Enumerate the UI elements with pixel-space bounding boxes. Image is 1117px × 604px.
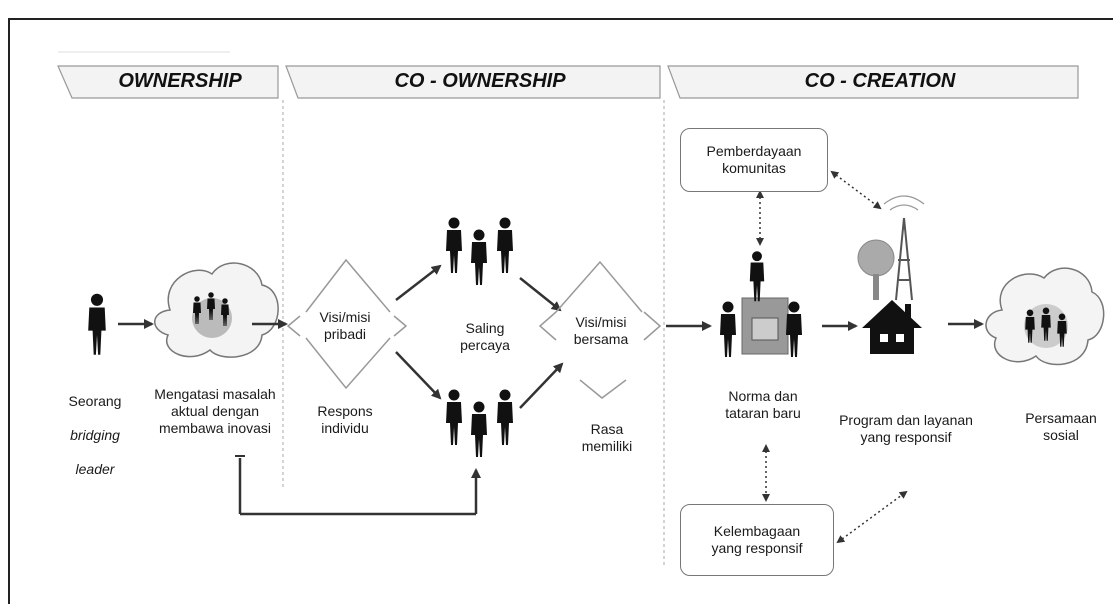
top-group-icon (446, 217, 513, 285)
dotted-link-institutions-programs (836, 490, 908, 544)
leader-label-line3: leader (75, 461, 115, 477)
mutual-trust-label: Saling percaya (460, 320, 510, 353)
innovation-cloud-icon (154, 262, 279, 358)
ownership-sense-label: Rasa memiliki (581, 421, 633, 454)
individual-response-label: Respons individu (317, 403, 373, 436)
phase-ownership: OWNERSHIP (118, 70, 242, 92)
leader-label: Seorang bridging leader (50, 376, 140, 478)
arrow-vision-to-top-group (395, 264, 442, 301)
dotted-link-empowerment-tower (830, 170, 882, 210)
personal-vision-diamond (286, 258, 408, 390)
tab-co-creation-shape (667, 65, 1079, 99)
phase-header-tabs (57, 51, 1079, 99)
social-equality-label: Persamaan sosial (1025, 410, 1097, 443)
shared-vision-diamond (538, 260, 662, 399)
arrow-top-group-to-shared (519, 277, 562, 312)
arrow-bottom-group-to-shared (519, 362, 564, 409)
new-norms-label: Norma dan tataran baru (725, 388, 801, 421)
feedback-loop-arrow (235, 455, 481, 516)
leader-person-icon (88, 293, 106, 355)
diagram-frame (8, 18, 1113, 604)
house-icon (862, 300, 922, 354)
shared-vision-label: Visi/misi bersama (573, 314, 629, 347)
arrow-vision-to-bottom-group (395, 351, 442, 400)
phase-co-creation: CO - CREATION (804, 70, 956, 92)
tab-co-ownership-shape (285, 65, 661, 99)
bottom-group-icon (446, 389, 513, 457)
leader-label-line1: Seorang (68, 393, 122, 409)
personal-vision-label: Visi/misi pribadi (319, 309, 371, 342)
programs-label: Program dan layanan yang responsif (839, 412, 973, 445)
responsive-institutions-box: Kelembagaan yang responsif (680, 504, 834, 576)
leader-label-line2: bridging (70, 427, 120, 443)
phase-co-ownership: CO - OWNERSHIP (394, 70, 566, 92)
tree-tower-icon (857, 195, 925, 301)
community-empowerment-box: Pemberdayaan komunitas (680, 128, 828, 192)
social-equality-cloud-icon (985, 267, 1105, 366)
innovation-label: Mengatasi masalah aktual dengan membawa … (154, 386, 276, 436)
tab-ownership-shape (57, 65, 279, 99)
new-norms-icon (720, 251, 802, 357)
